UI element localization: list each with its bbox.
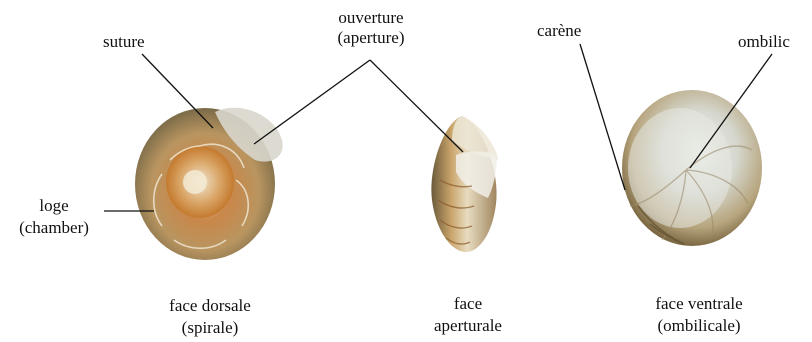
label-carene: carène <box>537 21 581 40</box>
ouverture-leader-dorsal <box>254 60 370 144</box>
carene-leader <box>580 44 625 190</box>
label-suture: suture <box>103 32 145 51</box>
label-loge: loge <box>4 196 104 215</box>
caption-dorsal-1: face dorsale <box>142 296 278 315</box>
ouverture-leader-apertural <box>370 60 463 152</box>
caption-apertural-2: aperturale <box>408 316 528 335</box>
label-ouverture: ouverture <box>306 8 436 27</box>
label-aperture: (aperture) <box>306 28 436 47</box>
caption-apertural-1: face <box>408 294 528 313</box>
caption-ventral-2: (ombilicale) <box>624 316 774 335</box>
dorsal-specimen <box>135 108 283 260</box>
label-ombilic: ombilic <box>738 32 790 51</box>
apertural-specimen <box>431 116 498 252</box>
label-chamber: (chamber) <box>4 218 104 237</box>
ventral-specimen <box>622 90 762 246</box>
caption-ventral-1: face ventrale <box>624 294 774 313</box>
caption-dorsal-2: (spirale) <box>142 318 278 337</box>
